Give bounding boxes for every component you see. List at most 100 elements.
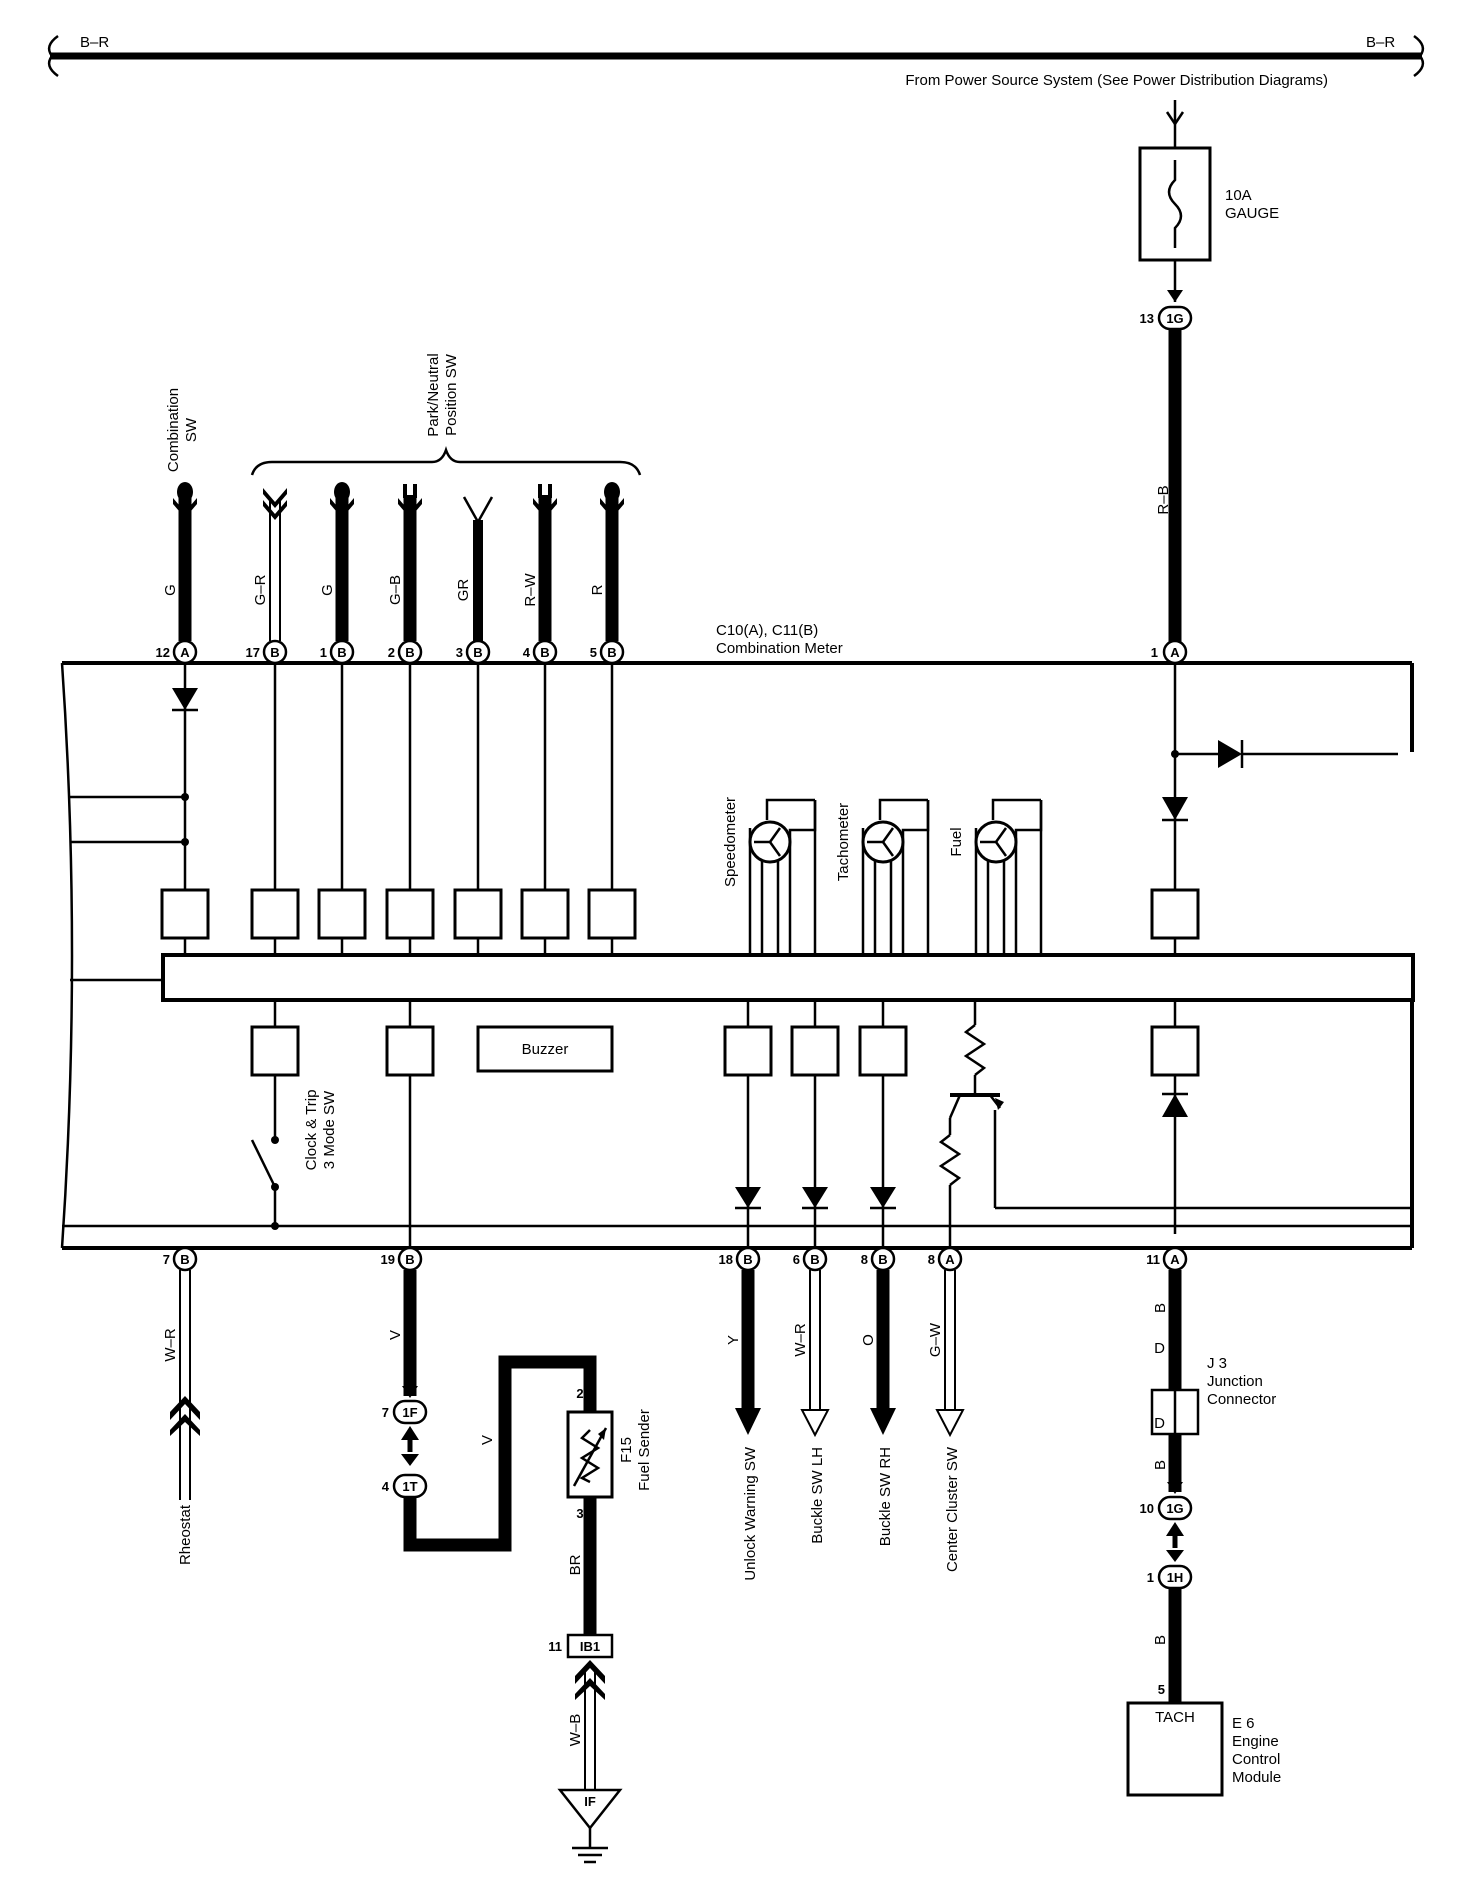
switch-output-wires: Y Unlock Warning SW W–R Buckle SW LH OBuckle… [725, 1270, 965, 1581]
ecm-tach-label: TACH [1155, 1709, 1195, 1726]
switch-label-0: Unlock Warning SW [742, 1446, 759, 1580]
top-interface-box-0 [160, 888, 210, 940]
top-input-2: GB1 [319, 482, 355, 665]
switch-label-2: Buckle SW RH [877, 1447, 894, 1546]
switch-color-0: Y [725, 1335, 742, 1345]
switch-color-1: W–R [792, 1323, 809, 1357]
rheostat-color: W–R [162, 1328, 179, 1362]
jc-bot-pin: D [1154, 1415, 1165, 1432]
fuel-wire-color: V [387, 1330, 404, 1340]
bottom-pin-num-3: 6 [793, 1252, 800, 1267]
fuse-connector-id: 1G [1166, 311, 1183, 326]
ground-wire-color: W–B [567, 1714, 584, 1747]
gauge-0: Speedometer [722, 797, 817, 955]
bottom-pin-conn-4: B [878, 1252, 887, 1267]
bottom-pin-6: A11 [1146, 1246, 1188, 1272]
clock-sw-line2: 3 Mode SW [321, 1090, 338, 1169]
bus-right-label: B–R [1366, 34, 1395, 51]
tach-g-pin: 10 [1140, 1501, 1154, 1516]
fuse-name: GAUGE [1225, 205, 1279, 222]
gauge-label-1: Tachometer [835, 803, 852, 881]
top-wire-color-0: G [162, 584, 179, 596]
bottom-pin-conn-3: B [810, 1252, 819, 1267]
switch-internals [723, 1000, 908, 1248]
bottom-pin-num-5: 8 [928, 1252, 935, 1267]
switch-box-1 [790, 1025, 840, 1077]
fuel-c2-id: 1T [402, 1479, 417, 1494]
top-wire-color-4: GR [455, 579, 472, 602]
jc-id: J 3 [1207, 1355, 1227, 1372]
fuse-connector-pin: 13 [1140, 311, 1154, 326]
jc-line1: Junction [1207, 1373, 1263, 1390]
bottom-pin-5: A8 [928, 1246, 963, 1272]
bottom-pin-conn-2: B [743, 1252, 752, 1267]
top-pin-num-3: 2 [388, 645, 395, 660]
gauge-1: Tachometer [835, 798, 930, 955]
bottom-pin-1: B19 [381, 1246, 423, 1272]
top-input-1: G–R B 17 [246, 488, 288, 665]
top-input-5: R–WB4 [522, 484, 558, 665]
left-column-internals [172, 664, 198, 955]
ecm-pin: 5 [1158, 1682, 1165, 1697]
meter-id: C10(A), C11(B) [716, 622, 818, 639]
bottom-pin-4: B8 [861, 1246, 896, 1272]
pnp-sw-line1: Park/Neutral [425, 353, 442, 436]
top-pin-conn-2: B [337, 645, 346, 660]
buzzer: Buzzer [476, 1025, 614, 1073]
fuel-column-internal [385, 1000, 435, 1248]
switch-label-1: Buckle SW LH [809, 1447, 826, 1544]
top-pin-conn-4: B [473, 645, 482, 660]
gauge-label-2: Fuel [948, 827, 965, 856]
tach-c3: B [1152, 1635, 1169, 1645]
sender-name: Fuel Sender [636, 1409, 653, 1491]
top-pin-num-6: 5 [590, 645, 597, 660]
top-pin-num-0: 12 [156, 645, 170, 660]
top-wire-color-5: R–W [522, 572, 539, 606]
fuse-rating: 10A [1225, 187, 1252, 204]
pin-1a-top: A 1 [1151, 639, 1188, 665]
center-cluster-transistor [938, 1000, 1412, 1248]
fuel-sender: 2 3 IB1 11 IF [548, 1386, 623, 1864]
switch-box-2 [858, 1025, 908, 1077]
sender-ib-pin: 11 [548, 1639, 562, 1654]
ecm-line2: Control [1232, 1751, 1280, 1768]
sender-pin-bot: 3 [576, 1506, 583, 1521]
gauge-2: Fuel [948, 798, 1043, 955]
sender-id: F15 [618, 1437, 635, 1463]
combination-sw-line2: SW [183, 417, 200, 442]
bottom-pin-num-1: 19 [381, 1252, 395, 1267]
ecm-id: E 6 [1232, 1715, 1255, 1732]
top-pin-num-1: 17 [246, 645, 260, 660]
fuel-c1-id: 1F [402, 1405, 417, 1420]
top-wire-color-1: G–R [252, 574, 269, 605]
top-pin-conn-1: B [270, 645, 279, 660]
combination-meter-outline [60, 661, 1415, 1250]
top-wire-color-3: G–B [387, 575, 404, 605]
bottom-pin-num-2: 18 [719, 1252, 733, 1267]
pnp-sw-line2: Position SW [443, 353, 460, 436]
top-interface-box-3 [385, 888, 435, 940]
top-interface-box-6 [587, 888, 637, 940]
clock-trip-block [250, 1000, 300, 1230]
tach-c1: B [1152, 1303, 1169, 1313]
tach-c2: B [1152, 1460, 1169, 1470]
fuel-c2-pin: 4 [382, 1479, 390, 1494]
jc-top-pin: D [1154, 1340, 1165, 1357]
top-wire-color-6: R [589, 584, 606, 595]
switch-wire-1: W–R Buckle SW LH [792, 1270, 830, 1544]
fuel-wire [392, 1270, 597, 1552]
rheostat-wire [170, 1270, 200, 1500]
gauge-fuse: 10A GAUGE [1138, 100, 1279, 302]
top-input-3: G–BB2 [387, 484, 423, 665]
bus-left-label: B–R [80, 34, 109, 51]
switch-label-3: Center Cluster SW [944, 1446, 961, 1572]
gauges: Speedometer Tachometer Fuel [722, 797, 1043, 955]
top-interface-box-4 [453, 888, 503, 940]
top-wire-color-2: G [319, 584, 336, 596]
bottom-pin-num-6: 11 [1146, 1252, 1160, 1267]
